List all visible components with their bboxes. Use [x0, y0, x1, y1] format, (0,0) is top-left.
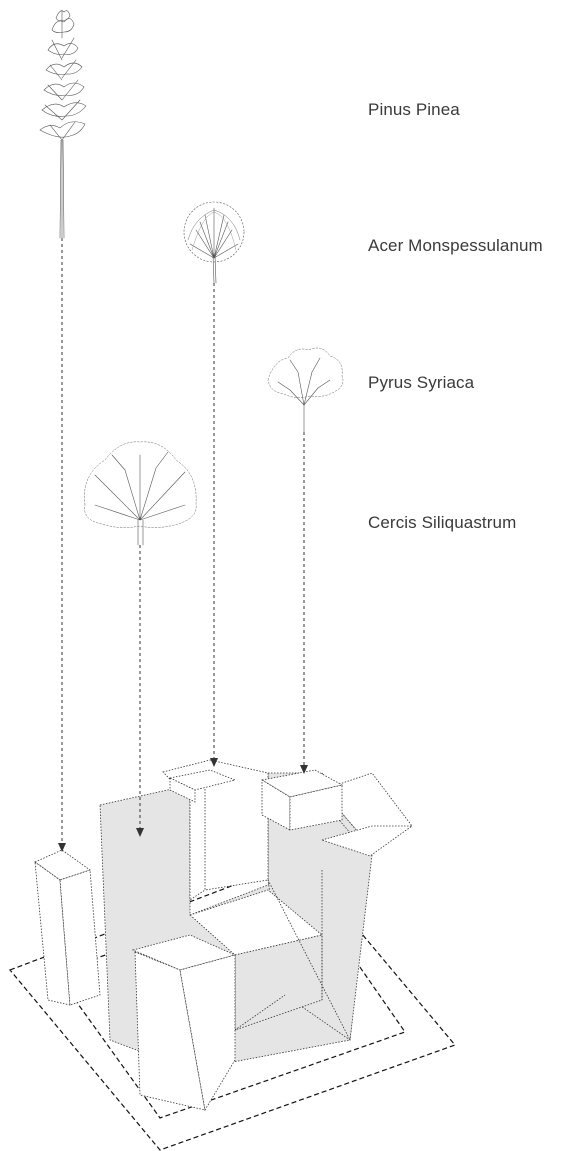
arrow-pyrus — [300, 765, 308, 774]
pine-tree-icon — [39, 9, 87, 239]
label-acer-monspessulanum: Acer Monspessulanum — [368, 236, 543, 255]
round-canopy-tree-icon — [183, 201, 245, 284]
arrow-acer — [210, 758, 218, 767]
arrow-pinus — [58, 843, 66, 852]
label-pinus-pinea: Pinus Pinea — [368, 100, 460, 119]
label-pyrus-syriaca: Pyrus Syriaca — [368, 373, 475, 392]
placement-guides — [58, 238, 308, 852]
building-massing — [34, 759, 414, 1112]
arrow-cercis — [136, 828, 144, 837]
small-tree-icon — [267, 347, 344, 433]
label-cercis-siliquastrum: Cercis Siliquastrum — [368, 513, 517, 532]
broad-canopy-tree-icon — [84, 441, 197, 546]
